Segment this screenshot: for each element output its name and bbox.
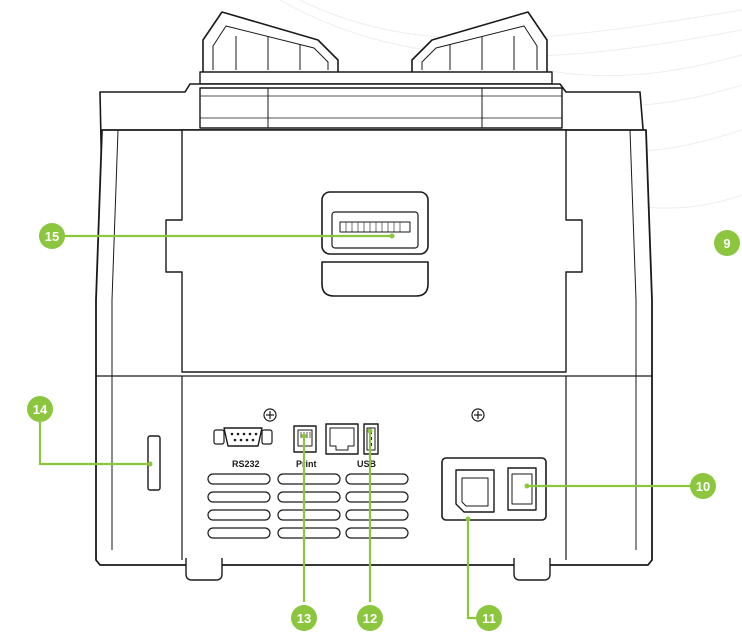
svg-text:9: 9 — [723, 236, 730, 251]
hopper-base — [199, 71, 553, 85]
hopper-guide-right — [411, 11, 548, 77]
hopper-guide-left — [202, 11, 339, 77]
callout-11: 11 — [476, 605, 502, 631]
power-module — [441, 457, 547, 521]
vent-slots — [207, 473, 409, 539]
callout-10: 10 — [690, 473, 716, 499]
print-label: Print — [296, 459, 317, 469]
rs232-label: RS232 — [232, 459, 260, 469]
callout-14: 14 — [27, 396, 53, 422]
callout-13: 13 — [291, 605, 317, 631]
callout-dots — [147, 233, 530, 522]
svg-text:13: 13 — [297, 611, 311, 626]
svg-text:14: 14 — [33, 402, 48, 417]
callout-9: 9 — [714, 230, 740, 256]
rs232-port — [213, 427, 273, 447]
callout-lines — [38, 234, 726, 620]
usb-label: USB — [357, 459, 377, 469]
svg-text:10: 10 — [696, 479, 710, 494]
svg-text:12: 12 — [363, 611, 377, 626]
callout-15: 15 — [39, 223, 65, 249]
screw-icons — [263, 408, 485, 422]
output-window — [321, 191, 429, 297]
svg-text:15: 15 — [45, 229, 59, 244]
machine-body — [95, 11, 653, 581]
network-port — [325, 423, 359, 455]
callout-12: 12 — [357, 605, 383, 631]
feet — [185, 558, 551, 581]
hopper-tray — [199, 87, 563, 129]
svg-text:11: 11 — [482, 611, 496, 626]
